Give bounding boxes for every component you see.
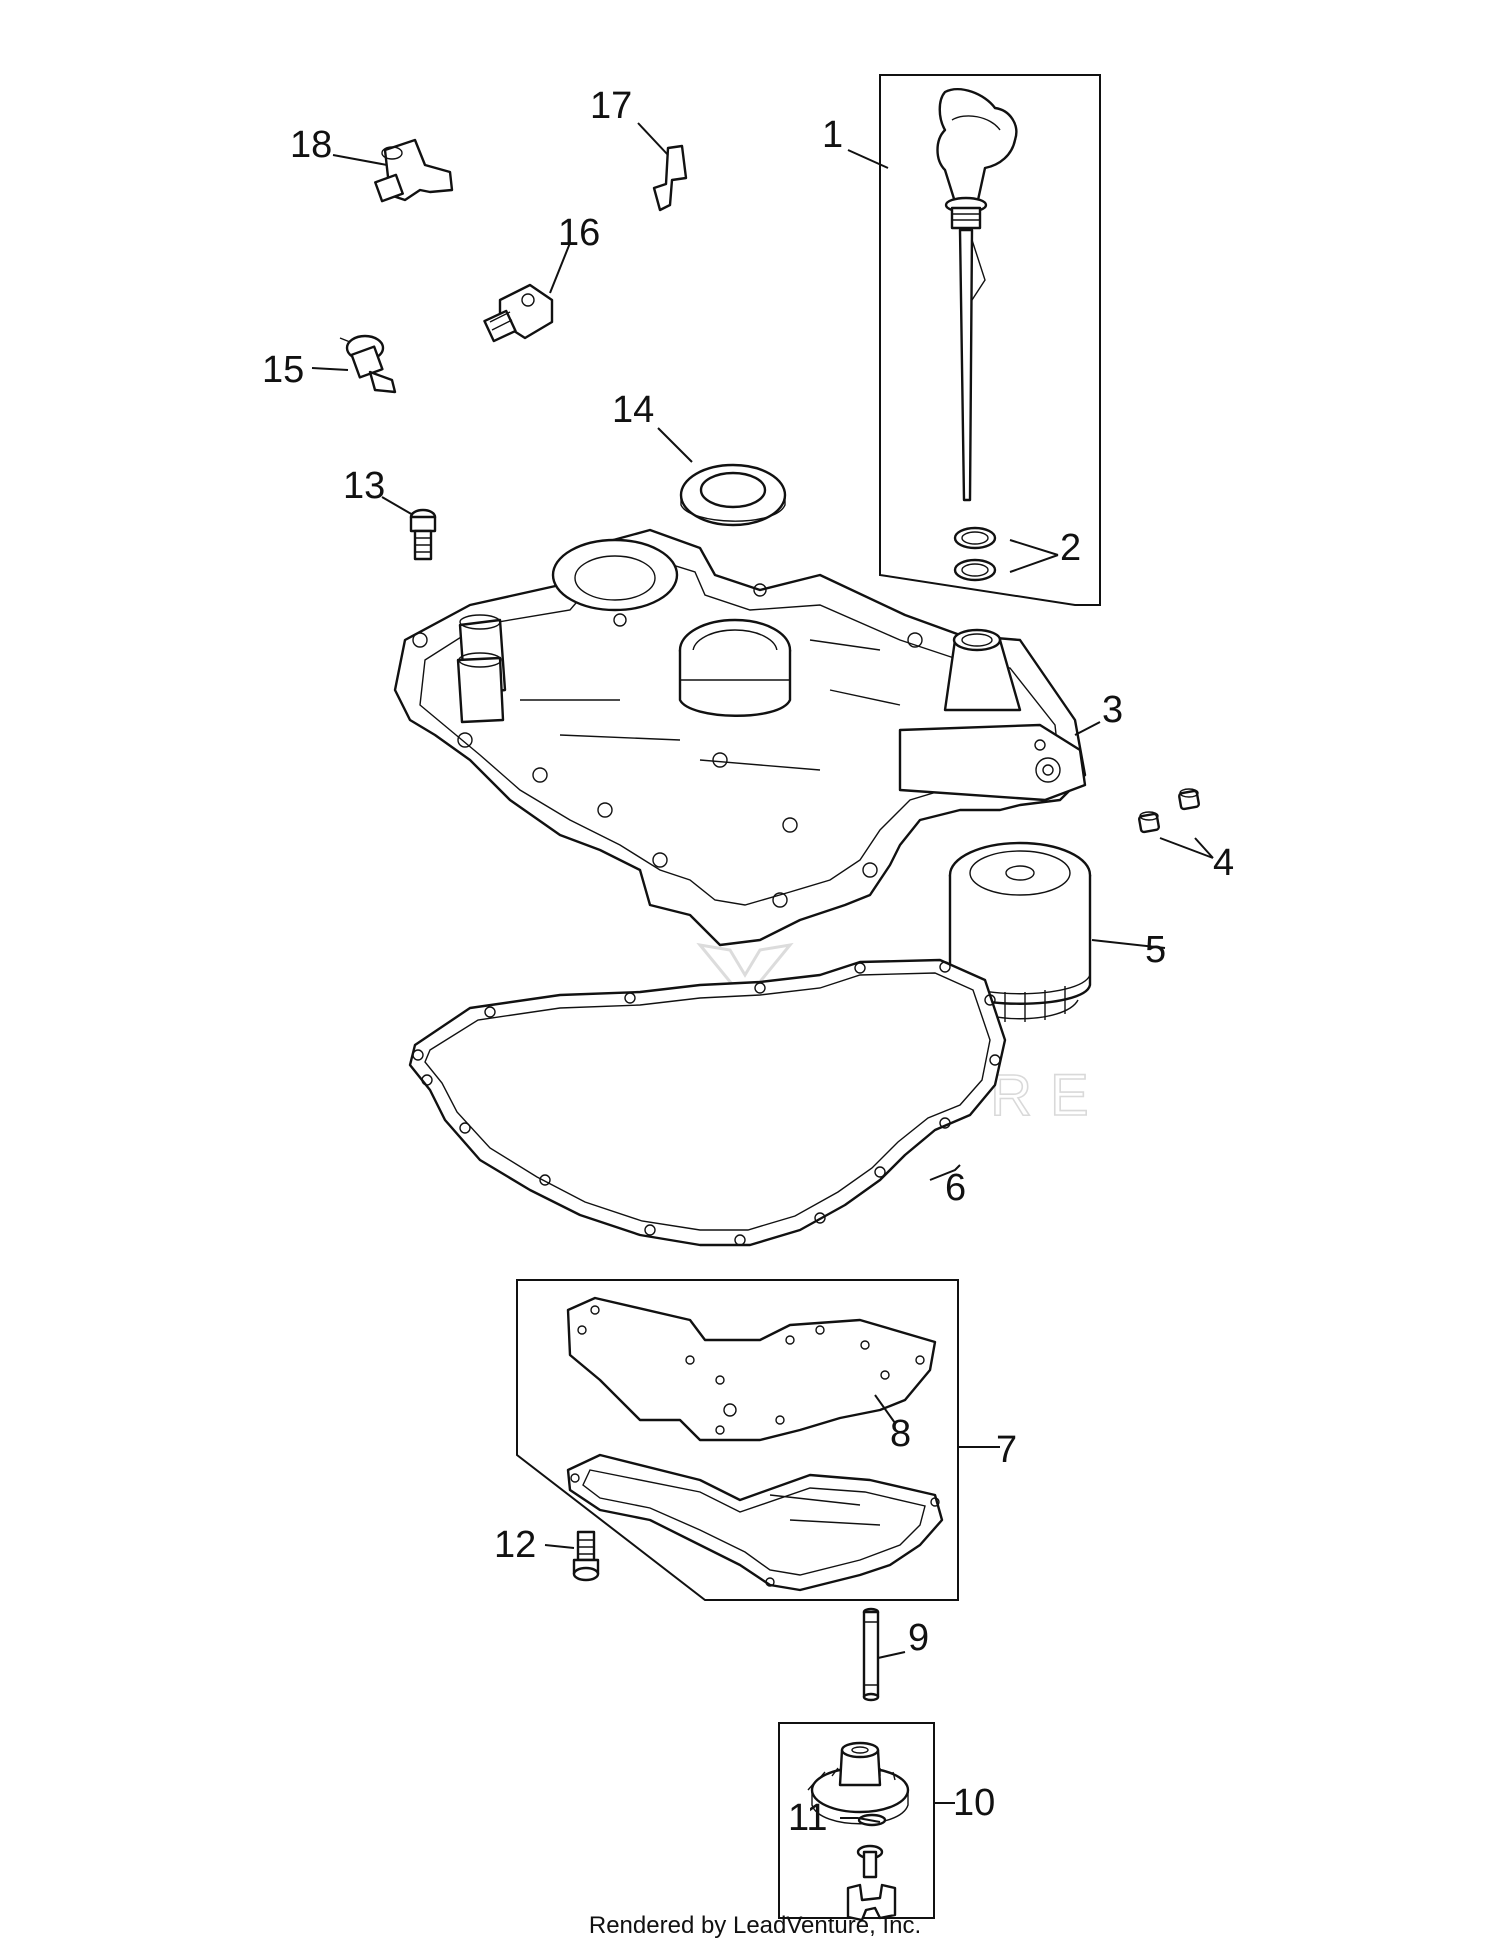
shaft-pin bbox=[862, 1607, 880, 1702]
plate-gasket bbox=[566, 1296, 937, 1442]
pin-11 bbox=[856, 1844, 884, 1879]
bolt-13 bbox=[409, 508, 437, 561]
pressure-switch bbox=[339, 334, 397, 394]
leader-lines bbox=[311, 122, 1214, 1823]
plug-pair bbox=[1138, 788, 1200, 834]
dipstick-box bbox=[879, 74, 1101, 606]
gear bbox=[807, 1741, 910, 1825]
callout-18: 18 bbox=[290, 124, 332, 166]
callout-5: 5 bbox=[1145, 929, 1166, 971]
callout-13: 13 bbox=[343, 465, 385, 507]
callout-11: 11 bbox=[788, 1797, 827, 1839]
crankcase-cover bbox=[393, 528, 1087, 947]
callout-9: 9 bbox=[908, 1617, 929, 1659]
fitting-block bbox=[483, 283, 554, 343]
callout-7: 7 bbox=[996, 1429, 1017, 1471]
callout-6: 6 bbox=[945, 1167, 966, 1209]
callout-16: 16 bbox=[558, 212, 600, 254]
dipstick bbox=[936, 87, 1018, 502]
callout-8: 8 bbox=[890, 1413, 911, 1455]
baffle-plate bbox=[566, 1453, 944, 1592]
callout-2: 2 bbox=[1060, 527, 1081, 569]
callout-14: 14 bbox=[612, 389, 654, 431]
gasket bbox=[408, 958, 1007, 1247]
callout-labels: 1 2 3 4 5 6 7 8 9 10 11 12 13 14 15 16 1… bbox=[262, 85, 1234, 1839]
callout-17: 17 bbox=[590, 85, 632, 127]
callout-3: 3 bbox=[1102, 689, 1123, 731]
callout-12: 12 bbox=[494, 1524, 536, 1566]
elbow-fitting bbox=[374, 138, 454, 203]
o-ring-pair bbox=[953, 526, 997, 582]
footer-credit: Rendered by LeadVenture, Inc. bbox=[589, 1912, 921, 1939]
oil-filter bbox=[948, 841, 1092, 1022]
callout-15: 15 bbox=[262, 349, 304, 391]
clip-retainer bbox=[846, 1883, 897, 1922]
bolt-12 bbox=[572, 1530, 600, 1582]
callout-1: 1 bbox=[822, 114, 843, 156]
callout-4: 4 bbox=[1213, 842, 1234, 884]
plate-kit-box bbox=[516, 1279, 959, 1601]
oil-seal bbox=[679, 463, 787, 527]
callout-10: 10 bbox=[953, 1782, 995, 1824]
bracket-clip bbox=[652, 144, 688, 212]
